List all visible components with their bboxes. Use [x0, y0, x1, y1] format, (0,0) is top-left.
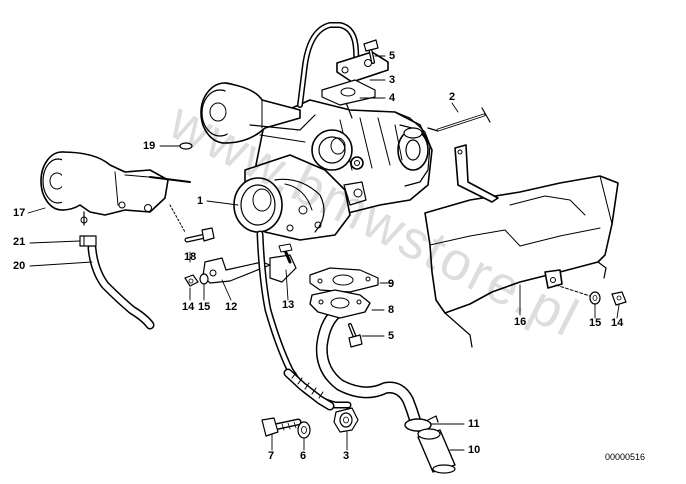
hose-10 — [417, 428, 456, 474]
banjo-bolt-7 — [261, 417, 302, 437]
label-20: 20 — [13, 260, 26, 272]
flange-8 — [309, 289, 371, 319]
label-3-top: 3 — [389, 74, 396, 86]
label-1: 1 — [197, 195, 204, 207]
label-5-lower: 5 — [388, 330, 395, 342]
label-3-bottom: 3 — [343, 450, 350, 462]
label-17: 17 — [13, 207, 26, 219]
washer-6 — [297, 421, 311, 439]
label-15-left: 15 — [198, 301, 211, 313]
oil-return-pipe — [256, 230, 352, 411]
label-8: 8 — [388, 304, 395, 316]
label-2: 2 — [449, 91, 456, 103]
diagram-reference-number: 00000516 — [605, 452, 646, 462]
label-14-right: 14 — [611, 317, 624, 329]
nut-washer-left — [184, 273, 209, 287]
label-21: 21 — [13, 236, 26, 248]
heat-shield — [424, 144, 619, 348]
label-9: 9 — [388, 278, 395, 290]
label-14-left: 14 — [182, 301, 195, 313]
top-flange-gasket — [321, 39, 389, 106]
label-10: 10 — [468, 444, 481, 456]
bolt-18 — [169, 204, 215, 243]
gasket-9 — [309, 267, 379, 293]
oil-return-hose — [315, 304, 421, 426]
label-15-right: 15 — [589, 317, 602, 329]
bolt-5-lower — [348, 323, 363, 348]
vacuum-hose — [79, 235, 155, 330]
leader-lines — [27, 55, 620, 451]
clamp-13 — [269, 243, 297, 283]
banjo-fitting-3 — [333, 407, 359, 433]
label-7: 7 — [268, 450, 275, 462]
label-5-top: 5 — [389, 50, 396, 62]
label-12: 12 — [225, 301, 238, 313]
label-18: 18 — [184, 251, 197, 263]
label-6: 6 — [300, 450, 307, 462]
upper-actuator — [200, 82, 316, 144]
hose-clamp-11 — [404, 415, 439, 432]
label-13: 13 — [282, 299, 295, 311]
label-4: 4 — [389, 92, 396, 104]
nut-washer-right — [555, 284, 627, 306]
label-11: 11 — [468, 418, 480, 430]
label-16: 16 — [514, 316, 527, 328]
left-actuator — [40, 151, 191, 226]
label-19: 19 — [143, 140, 156, 152]
